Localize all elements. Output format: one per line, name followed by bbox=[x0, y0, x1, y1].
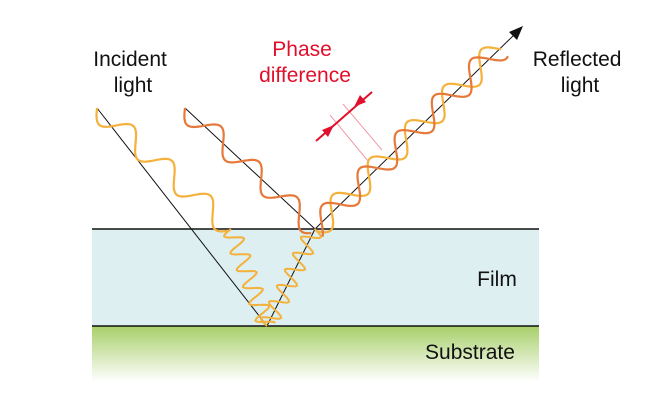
reflected-wave-1 bbox=[317, 46, 502, 234]
incident-wave-2 bbox=[183, 107, 312, 235]
substrate-label: Substrate bbox=[425, 341, 515, 364]
incident-ray-1 bbox=[96, 107, 268, 327]
phase-arrow-head-right bbox=[354, 95, 366, 107]
film-wave-down bbox=[222, 228, 276, 324]
phase-guide-line-2 bbox=[342, 103, 383, 151]
incident-ray-2 bbox=[184, 107, 316, 230]
phase-guide-line-1 bbox=[329, 114, 369, 162]
reflected-arrow-head bbox=[509, 26, 523, 40]
incident-light-label: Incident light bbox=[93, 48, 172, 97]
reflected-wave-2 bbox=[319, 55, 509, 237]
film-label: Film bbox=[477, 268, 517, 291]
phase-arrow-head-left bbox=[322, 125, 334, 137]
reflected-light-label: Reflected light bbox=[533, 48, 628, 97]
film-wave-up bbox=[259, 227, 323, 327]
substrate-layer bbox=[92, 326, 539, 382]
incident-wave-1 bbox=[95, 107, 230, 233]
phase-difference-label: Phase difference bbox=[259, 38, 351, 87]
film-layer bbox=[92, 229, 539, 326]
